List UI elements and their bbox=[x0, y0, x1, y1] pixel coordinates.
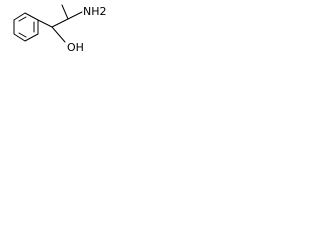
ring-to-carbinol-bond bbox=[37, 19, 53, 28]
amine-label: NH2 bbox=[83, 5, 107, 18]
carbon-to-hydroxyl-bond bbox=[51, 26, 66, 43]
carbinol-to-aminecarbon-bond bbox=[51, 18, 69, 28]
carbon-to-amine-bond bbox=[67, 11, 83, 20]
aromatic-double-bond-bottom bbox=[18, 32, 27, 38]
aromatic-double-bond-top bbox=[18, 16, 27, 22]
molecule-drawing bbox=[13, 4, 83, 43]
benzene-ring bbox=[13, 12, 39, 42]
methyl-bond bbox=[61, 4, 69, 20]
hydroxyl-label: OH bbox=[67, 41, 84, 54]
structure-canvas: NH2 OH bbox=[0, 0, 112, 60]
